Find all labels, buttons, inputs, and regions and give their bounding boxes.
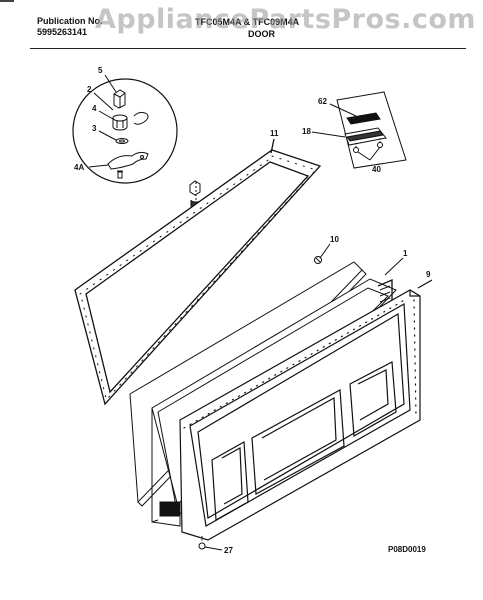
figure-id: P08D0019	[388, 545, 426, 554]
part-2-clip	[133, 111, 149, 125]
part-4a-bracket	[107, 151, 149, 170]
callout-5: 5	[98, 66, 103, 75]
callout-18: 18	[302, 127, 311, 136]
callout-1: 1	[403, 249, 408, 258]
callout-11: 11	[270, 129, 279, 138]
model-numbers: TFC05M4A & TFC09M4A	[195, 17, 300, 27]
inset-screw	[117, 170, 123, 179]
part-5-plug	[113, 89, 126, 109]
part-10-screw: 10	[314, 235, 339, 264]
corner-mark	[0, 0, 14, 2]
callout-4: 4	[92, 104, 97, 113]
callout-9: 9	[426, 270, 431, 279]
callout-4a: 4A	[74, 163, 84, 172]
handle-detail: 62 18 40	[302, 91, 407, 174]
section-title: DOOR	[248, 29, 275, 39]
publication-label: Publication No.	[37, 16, 103, 26]
part-11-gasket: 11	[74, 129, 322, 406]
part-27-screw: 27	[198, 536, 233, 555]
header-rule	[30, 48, 466, 49]
callout-40: 40	[372, 165, 381, 174]
callout-62: 62	[318, 97, 327, 106]
part-9-outer-frame: 9	[179, 270, 433, 541]
part-4-bushing	[112, 114, 128, 131]
publication-number: 5995263141	[37, 27, 88, 37]
part-3-washer	[115, 138, 129, 144]
hinge-detail-inset: 5 2 4 3 4A	[72, 66, 178, 184]
callout-10: 10	[330, 235, 339, 244]
watermark: AppliancePartsPros.com	[95, 4, 477, 35]
frame-recesses	[211, 361, 397, 521]
callout-27: 27	[224, 546, 233, 555]
callout-3: 3	[92, 124, 97, 133]
callout-2: 2	[87, 85, 92, 94]
